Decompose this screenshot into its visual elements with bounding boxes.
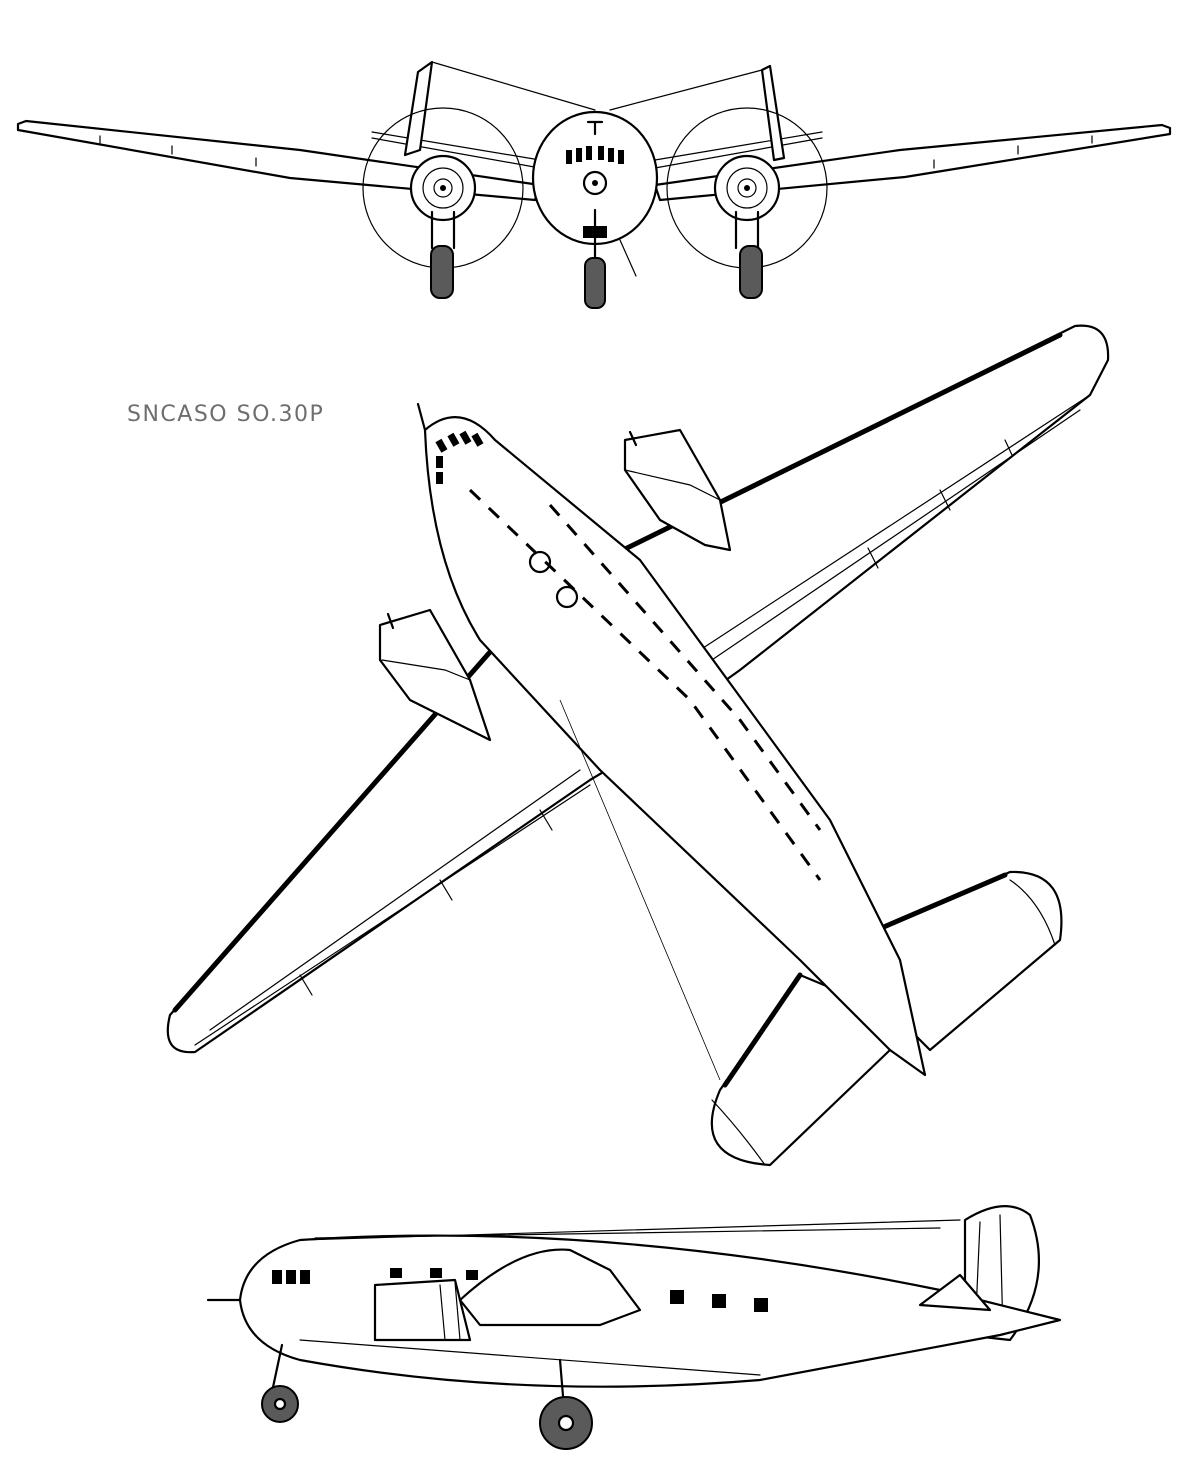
top-right-nacelle bbox=[623, 428, 732, 552]
front-right-fin bbox=[760, 64, 786, 162]
top-view bbox=[166, 324, 1110, 1167]
side-cockpit-windows bbox=[272, 1270, 310, 1284]
top-left-tailplane bbox=[710, 973, 892, 1167]
side-view bbox=[206, 1205, 1062, 1450]
aircraft-designation-label: SNCASO SO.30P bbox=[127, 402, 325, 427]
front-left-fin bbox=[403, 60, 434, 157]
front-nose-wheel bbox=[584, 257, 606, 309]
top-fuselage bbox=[423, 416, 927, 1077]
side-nacelle bbox=[373, 1278, 472, 1342]
top-right-wing bbox=[615, 324, 1110, 692]
front-right-wheel bbox=[739, 245, 763, 299]
front-view bbox=[16, 60, 1172, 309]
front-left-wheel bbox=[430, 245, 454, 299]
front-right-wing bbox=[653, 123, 1172, 202]
side-fuselage bbox=[238, 1234, 1062, 1388]
top-cockpit-windows bbox=[435, 430, 484, 484]
top-left-nacelle bbox=[378, 608, 492, 742]
side-cabin-windows bbox=[390, 1268, 768, 1312]
front-cockpit-windows bbox=[566, 146, 624, 164]
